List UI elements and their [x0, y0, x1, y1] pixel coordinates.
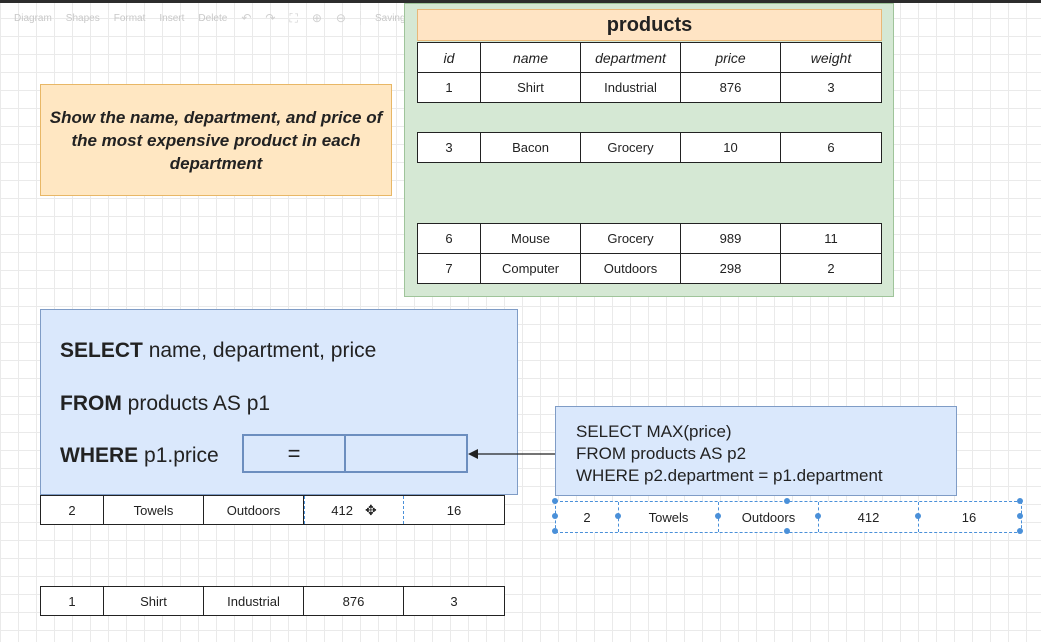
cell-id: 1 [418, 73, 481, 102]
cell-id: 6 [418, 224, 481, 253]
comparison-box[interactable]: = [242, 434, 468, 473]
select-columns: name, department, price [148, 339, 377, 362]
cell-price: 989 [681, 224, 781, 253]
cell-department: Outdoors [719, 502, 819, 532]
where-clause: WHERE p1.price [60, 444, 219, 468]
column-header-name: name [481, 43, 581, 72]
saving-status: Saving [374, 12, 406, 24]
from-clause: FROM products AS p1 [60, 392, 270, 416]
zoom-out-icon[interactable]: ⊖ [335, 11, 346, 25]
selected-row[interactable]: 2 Towels Outdoors 412 16 [552, 498, 1023, 534]
cell-name: Shirt [104, 587, 204, 615]
resize-handle[interactable] [784, 528, 790, 534]
table-row[interactable]: 1 Shirt Industrial 876 3 [40, 586, 505, 616]
toolbar-shapes[interactable]: Shapes [65, 12, 100, 24]
cell-price: 298 [681, 254, 781, 283]
resize-handle[interactable] [815, 513, 821, 519]
arrow-head-icon [468, 449, 478, 459]
toolbar-diagram[interactable]: Diagram [14, 12, 52, 24]
cell-department: Industrial [581, 73, 681, 102]
cell-price[interactable]: 412 ✥ [304, 496, 404, 524]
subquery-line-select: SELECT MAX(price) [576, 422, 732, 441]
subquery-box[interactable]: SELECT MAX(price) FROM products AS p2 WH… [555, 406, 957, 496]
resize-handle[interactable] [915, 513, 921, 519]
select-keyword: SELECT [60, 339, 143, 362]
question-note[interactable]: Show the name, department, and price of … [40, 84, 392, 196]
toolbar-divider [359, 11, 361, 25]
products-header-row: id name department price weight [417, 42, 882, 73]
redo-icon[interactable]: ↷ [265, 11, 276, 25]
cell-id: 2 [41, 496, 104, 524]
column-header-weight: weight [810, 49, 852, 66]
cell-department: Grocery [581, 224, 681, 253]
resize-handle[interactable] [1017, 498, 1023, 504]
products-table-title: products [417, 9, 882, 41]
cell-id: 2 [556, 502, 619, 532]
cell-weight: 2 [827, 261, 835, 276]
column-header-price: price [681, 43, 781, 72]
cell-price: 412 [819, 502, 919, 532]
from-keyword: FROM [60, 392, 122, 415]
resize-handle[interactable] [552, 513, 558, 519]
subquery-placeholder[interactable] [346, 436, 466, 471]
cell-name: Mouse [481, 224, 581, 253]
from-table: products AS p1 [127, 392, 271, 415]
cell-price-value: 412 [331, 502, 353, 518]
question-text: Show the name, department, and price of … [49, 107, 383, 173]
resize-handle[interactable] [615, 513, 621, 519]
toolbar-insert[interactable]: Insert [159, 12, 185, 24]
cell-department: Grocery [581, 133, 681, 162]
where-column: p1.price [144, 444, 219, 467]
cell-price: 876 [681, 73, 781, 102]
arrow-connector[interactable] [466, 445, 558, 463]
select-clause: SELECT name, department, price [60, 339, 376, 363]
resize-handle[interactable] [1017, 528, 1023, 534]
cell-weight: 6 [827, 140, 835, 155]
resize-handle[interactable] [715, 513, 721, 519]
table-row[interactable]: 1 Shirt Industrial 876 3 [417, 72, 882, 103]
resize-handle[interactable] [552, 498, 558, 504]
cell-price: 10 [681, 133, 781, 162]
cell-weight: 16 [446, 502, 462, 518]
cell-id: 1 [41, 587, 104, 615]
table-row[interactable]: 7 Computer Outdoors 298 2 [417, 253, 882, 284]
table-row[interactable]: 2 Towels Outdoors 412 ✥ 16 [40, 495, 505, 525]
cell-department: Outdoors [204, 496, 304, 524]
move-cursor-icon: ✥ [364, 501, 377, 518]
cell-name: Computer [481, 254, 581, 283]
where-keyword: WHERE [60, 444, 139, 467]
cell-weight: 11 [824, 231, 838, 246]
cell-weight: 3 [827, 80, 835, 95]
cell-department: Outdoors [581, 254, 681, 283]
window-top-border [0, 0, 1041, 3]
cell-id: 3 [418, 133, 481, 162]
toolbar-delete[interactable]: Delete [198, 12, 228, 24]
cell-price: 876 [304, 587, 404, 615]
cell-weight: 16 [961, 509, 977, 525]
undo-icon[interactable]: ↶ [241, 11, 252, 25]
cell-weight: 3 [450, 593, 458, 609]
subquery-line-where: WHERE p2.department = p1.department [576, 466, 883, 485]
equals-operator: = [244, 436, 346, 471]
cell-department: Industrial [204, 587, 304, 615]
toolbar: Diagram Shapes Format Insert Delete ↶ ↷ … [0, 8, 406, 28]
zoom-in-icon[interactable]: ⊕ [311, 11, 322, 25]
cell-name: Shirt [481, 73, 581, 102]
subquery-line-from: FROM products AS p2 [576, 444, 747, 463]
cell-name: Towels [104, 496, 204, 524]
table-row[interactable]: 6 Mouse Grocery 989 11 [417, 223, 882, 254]
resize-handle[interactable] [1017, 513, 1023, 519]
table-row[interactable]: 3 Bacon Grocery 10 6 [417, 132, 882, 163]
cell-name: Towels [619, 502, 719, 532]
cell-id: 7 [418, 254, 481, 283]
fit-icon[interactable]: ⛶ [289, 10, 298, 25]
resize-handle[interactable] [784, 498, 790, 504]
resize-handle[interactable] [552, 528, 558, 534]
column-header-id: id [418, 43, 481, 72]
toolbar-format[interactable]: Format [113, 12, 146, 24]
cell-name: Bacon [481, 133, 581, 162]
column-header-department: department [581, 43, 681, 72]
